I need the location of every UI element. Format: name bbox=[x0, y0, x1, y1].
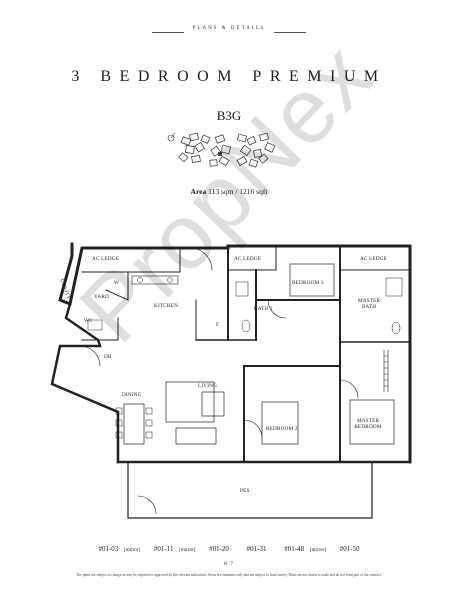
unit-code: #01-50 bbox=[339, 545, 360, 553]
dining-table bbox=[123, 403, 145, 445]
door-pes bbox=[137, 495, 157, 515]
unit-code: #01-03 bbox=[98, 545, 119, 553]
stove bbox=[137, 277, 143, 283]
room-yard: YARD bbox=[94, 294, 109, 300]
wall-acledge-mid bbox=[227, 247, 277, 271]
dining-chair bbox=[145, 407, 153, 415]
header-label: PLANS & DETAILS bbox=[192, 26, 266, 31]
toilet-master bbox=[391, 321, 401, 335]
unit-note: [mirror] bbox=[309, 548, 326, 553]
wardrobe-master bbox=[383, 349, 389, 393]
bed-bedroom2 bbox=[261, 401, 299, 445]
dining-chair bbox=[115, 407, 123, 415]
kitchen-counter bbox=[131, 275, 179, 285]
bed-bedroom3 bbox=[289, 263, 335, 297]
unit-list: #01-03 [mirror] #01-11 [mirror] #01-20 #… bbox=[0, 545, 458, 553]
dining-chair bbox=[145, 431, 153, 439]
room-dining: DINING bbox=[122, 392, 142, 398]
room-master-bedroom: MASTER BEDROOM bbox=[354, 418, 382, 430]
wall-left bbox=[50, 302, 120, 464]
room-bath2: BATH 2 bbox=[254, 306, 273, 312]
room-db: DB bbox=[104, 354, 112, 360]
wall-yard bbox=[105, 289, 129, 301]
door-master bbox=[339, 379, 359, 399]
room-ac-ledge-mid: AC LEDGE bbox=[234, 256, 262, 262]
dining-chair bbox=[115, 419, 123, 427]
shower-master bbox=[385, 277, 403, 297]
header-rule-left bbox=[152, 32, 184, 33]
coffee-table bbox=[201, 391, 225, 417]
basin-wc bbox=[87, 319, 103, 331]
area-label: Area bbox=[190, 187, 207, 196]
room-bedroom2: BEDROOM 2 bbox=[266, 426, 298, 432]
unit-item: #01-11 [mirror] bbox=[150, 545, 195, 553]
room-master-bath: MASTER BATH bbox=[357, 298, 381, 310]
section-header: PLANS & DETAILS bbox=[0, 26, 458, 38]
unit-item: #01-31 bbox=[243, 545, 271, 553]
page-number: 8 7 bbox=[224, 561, 234, 567]
shower-bath2 bbox=[235, 281, 249, 297]
room-ac-ledge-left: AC LEDGE bbox=[92, 256, 120, 262]
bed-master bbox=[349, 399, 395, 445]
disclaimer: The plans are subject to change as may b… bbox=[76, 573, 382, 577]
header-rule-right bbox=[274, 32, 306, 33]
unit-code: #01-11 bbox=[153, 545, 174, 553]
door-bedroom2 bbox=[243, 419, 263, 439]
room-pes: PES bbox=[240, 488, 250, 494]
unit-item: #01-03 [mirror] bbox=[94, 545, 140, 553]
wall-top-left bbox=[58, 242, 230, 307]
door-kitchen bbox=[189, 247, 213, 271]
unit-code: #01-48 bbox=[284, 545, 305, 553]
north-arrow-icon bbox=[167, 132, 176, 142]
room-w: W bbox=[114, 280, 120, 286]
room-wc: WC bbox=[84, 318, 93, 324]
area-value: 113 sqm / 1216 sqft bbox=[208, 187, 268, 196]
unit-note: [mirror] bbox=[124, 548, 141, 553]
dining-chair bbox=[145, 419, 153, 427]
unit-type-code: B3G bbox=[216, 108, 242, 123]
unit-area: Area 113 sqm / 1216 sqft bbox=[0, 187, 458, 196]
sofa bbox=[165, 381, 215, 423]
key-plan-blocks bbox=[178, 132, 276, 168]
room-ac-ledge-right: AC LEDGE bbox=[360, 256, 388, 262]
room-f: F bbox=[216, 322, 220, 328]
unit-item: #01-48 [mirror] bbox=[280, 545, 326, 553]
unit-item: #01-50 bbox=[336, 545, 364, 553]
key-plan-highlight bbox=[218, 152, 222, 156]
toilet-bath2 bbox=[241, 319, 251, 333]
wall-pes bbox=[127, 461, 373, 519]
unit-note: [mirror] bbox=[179, 548, 196, 553]
room-living: LIVING bbox=[198, 383, 218, 389]
dining-chair bbox=[115, 431, 123, 439]
key-plan bbox=[167, 132, 276, 168]
unit-item: #01-20 bbox=[205, 545, 233, 553]
page-title: 3 BEDROOM PREMIUM bbox=[71, 68, 387, 85]
unit-code: #01-20 bbox=[209, 545, 229, 553]
unit-code: #01-31 bbox=[246, 545, 267, 553]
room-bedroom3: BEDROOM 3 bbox=[292, 280, 324, 286]
sink bbox=[167, 277, 173, 283]
door-bedroom3 bbox=[267, 299, 287, 319]
tv-console bbox=[175, 427, 217, 445]
room-kitchen: KITCHEN bbox=[154, 303, 179, 309]
door-entrance bbox=[79, 345, 101, 367]
